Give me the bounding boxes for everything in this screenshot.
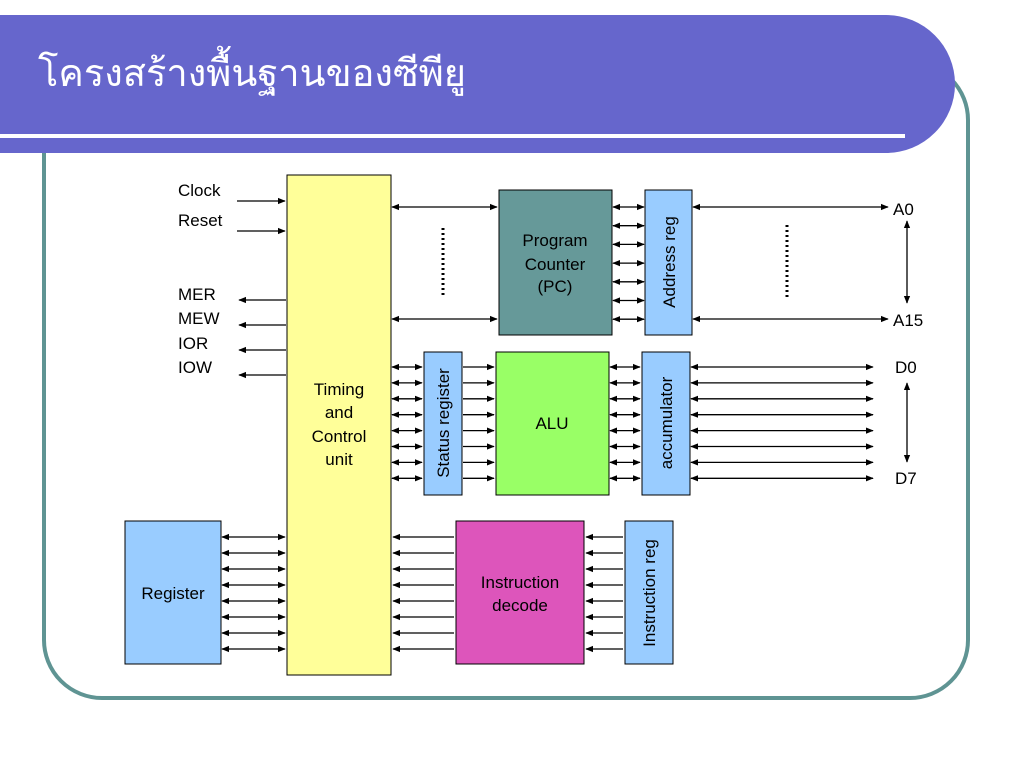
timing-control-label-2: and <box>325 403 353 422</box>
data-bus-top-label: D0 <box>895 358 917 377</box>
signal-reset-label: Reset <box>178 211 223 230</box>
register-label: Register <box>141 584 205 603</box>
address-bus-top-label: A0 <box>893 200 914 219</box>
title-underline <box>0 134 905 138</box>
program-counter-label-2: Counter <box>525 255 586 274</box>
timing-control-block <box>286 174 392 676</box>
address-bus-bottom-label: A15 <box>893 311 923 330</box>
timing-control-label-3: Control <box>312 427 367 446</box>
instruction-reg-label: Instruction reg <box>640 539 659 647</box>
instruction-decode-label-2: decode <box>492 596 548 615</box>
status-register-label: Status register <box>434 368 453 478</box>
signal-iow-label: IOW <box>178 358 212 377</box>
program-counter-label-1: Program <box>522 231 587 250</box>
address-reg-block <box>644 189 693 336</box>
alu-label: ALU <box>535 414 568 433</box>
program-counter-label-3: (PC) <box>538 277 573 296</box>
instruction-reg-block <box>624 520 674 665</box>
accumulator-label: accumulator <box>657 376 676 469</box>
program-counter-block <box>498 189 613 336</box>
signal-lines <box>221 197 911 653</box>
alu-block <box>495 351 610 496</box>
status-register-block <box>423 351 463 496</box>
signal-ior-label: IOR <box>178 334 208 353</box>
address-reg-label: Address reg <box>660 216 679 308</box>
instruction-decode-label-1: Instruction <box>481 573 559 592</box>
slide-title: โครงสร้างพื้นฐานของซีพียู <box>38 51 467 95</box>
signal-clock-label: Clock <box>178 181 221 200</box>
register-block <box>124 520 222 665</box>
timing-control-label-1: Timing <box>314 380 364 399</box>
data-bus-bottom-label: D7 <box>895 469 917 488</box>
signal-mer-label: MER <box>178 285 216 304</box>
instruction-decode-block <box>455 520 585 665</box>
signal-mew-label: MEW <box>178 309 220 328</box>
accumulator-block <box>641 351 691 496</box>
title-banner <box>0 15 955 153</box>
timing-control-label-4: unit <box>325 450 353 469</box>
